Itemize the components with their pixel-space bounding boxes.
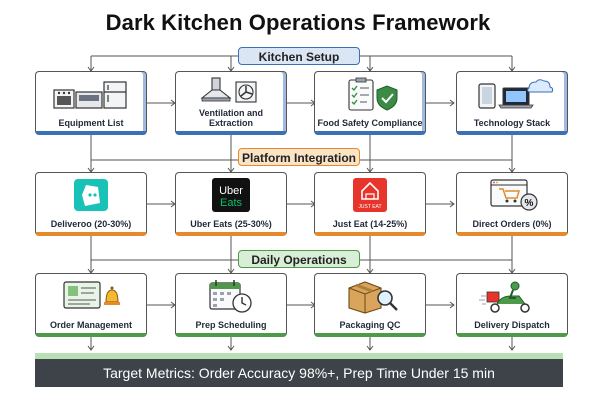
arrow-head	[366, 345, 374, 351]
side-arrow-head	[449, 301, 455, 309]
box-magnifier-icon	[348, 281, 398, 314]
card-label: Technology Stack	[473, 118, 551, 128]
card-delivery-dispatch: Delivery Dispatch	[456, 273, 568, 337]
card-direct-orders: % Direct Orders (0%)	[456, 172, 568, 236]
card-label: Prep Scheduling	[195, 320, 267, 330]
calendar-clock-icon	[209, 280, 252, 313]
svg-text:%: %	[525, 198, 534, 209]
card-label: Delivery Dispatch	[474, 320, 550, 330]
tablet-laptop-cloud-icon	[478, 79, 554, 109]
card-technology-stack: Technology Stack	[456, 71, 568, 135]
card-label: Order Management	[49, 320, 133, 330]
checklist-shield-icon	[348, 77, 398, 111]
side-arrow-head	[449, 200, 455, 208]
card-food-safety-compliance: Food Safety Compliance	[314, 71, 426, 135]
just-eat-logo-text: JUST EAT	[358, 204, 381, 210]
page-title: Dark Kitchen Operations Framework	[105, 10, 491, 35]
section-label-platform-integration: Platform Integration	[238, 148, 360, 166]
section-label-kitchen-setup: Kitchen Setup	[238, 47, 360, 65]
section-label-daily-operations: Daily Operations	[238, 250, 360, 268]
uber-logo-text: Uber	[219, 185, 243, 197]
range-hood-fan-icon	[200, 77, 257, 103]
arrow-head	[87, 345, 95, 351]
card-packaging-qc: Packaging QC	[314, 273, 426, 337]
card-label: Ventilation and Extraction	[198, 108, 263, 128]
card-just-eat: JUST EAT Just Eat (14-25%)	[314, 172, 426, 236]
card-label: Packaging QC	[339, 320, 401, 330]
kitchen-appliances-icon	[53, 81, 127, 109]
card-equipment-list: Equipment List	[35, 71, 147, 135]
card-label: Uber Eats (25-30%)	[190, 219, 272, 229]
web-cart-percent-icon: %	[490, 179, 538, 211]
deliveroo-logo-icon	[74, 179, 108, 211]
card-label: Direct Orders (0%)	[472, 219, 552, 229]
target-metrics-banner: Target Metrics: Order Accuracy 98%+, Pre…	[35, 353, 563, 387]
arrow-head	[227, 345, 235, 351]
card-label: Deliveroo (20-30%)	[50, 219, 132, 229]
just-eat-logo-icon: JUST EAT	[353, 178, 387, 212]
card-label: Food Safety Compliance	[317, 118, 423, 128]
uber-eats-logo-icon: Uber Eats	[212, 178, 250, 212]
side-arrow-head	[449, 99, 455, 107]
eats-logo-text: Eats	[220, 197, 243, 209]
card-ventilation-and-extraction: Ventilation and Extraction	[175, 71, 287, 135]
card-label: Equipment List	[58, 118, 124, 128]
card-deliveroo: Deliveroo (20-30%)	[35, 172, 147, 236]
card-label: Just Eat (14-25%)	[332, 219, 408, 229]
card-order-management: Order Management	[35, 273, 147, 337]
delivery-scooter-icon	[479, 281, 530, 313]
arrow-head	[508, 345, 516, 351]
order-screen-bell-icon	[63, 281, 120, 309]
card-prep-scheduling: Prep Scheduling	[175, 273, 287, 337]
card-uber-eats: Uber Eats Uber Eats (25-30%)	[175, 172, 287, 236]
